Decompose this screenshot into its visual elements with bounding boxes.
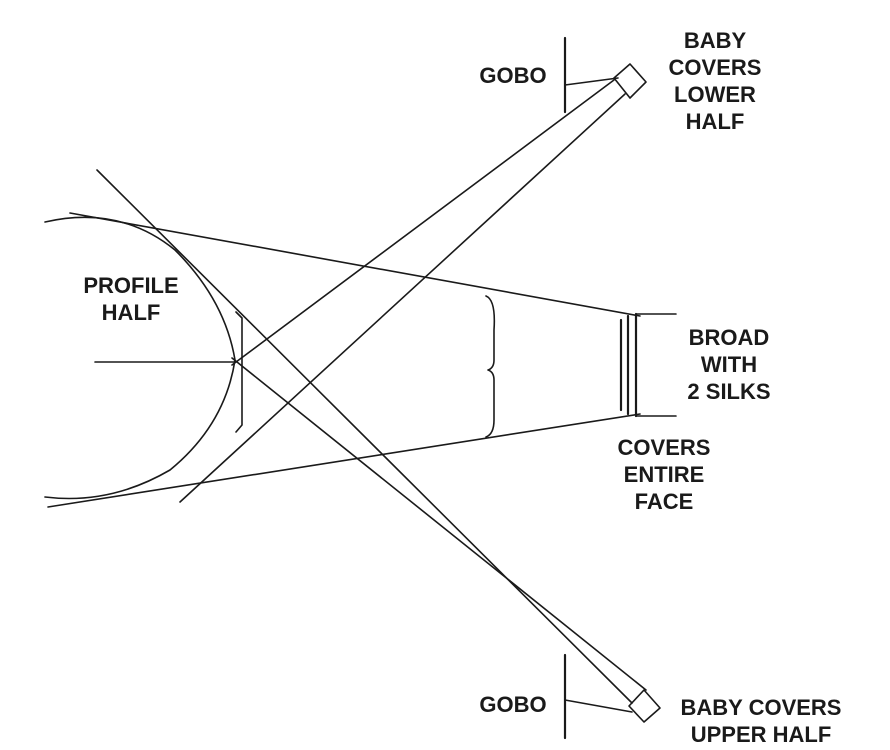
label-line: WITH xyxy=(700,352,758,377)
label-line: COVERS xyxy=(617,435,711,460)
label-gobo-bottom: GOBO xyxy=(468,691,558,718)
top-baby-beam-left xyxy=(231,79,615,366)
label-line: LOWER xyxy=(674,82,756,107)
label-line: 2 SILKS xyxy=(687,379,771,404)
label-line: BROAD xyxy=(688,325,770,350)
broad-beam-top xyxy=(69,212,641,317)
label-line: COVERS xyxy=(668,55,762,80)
head-profile-arc xyxy=(44,216,236,500)
bottom-baby-fixture xyxy=(628,689,661,723)
bottom-baby-beam-right xyxy=(231,357,647,691)
bottom-baby-beam-left xyxy=(96,169,633,704)
label-broad-with-silks: BROAD WITH 2 SILKS xyxy=(674,324,784,405)
label-baby-covers-upper-half: BABY COVERS UPPER HALF xyxy=(668,694,854,748)
label-baby-covers-lower-half: BABY COVERS LOWER HALF xyxy=(660,27,770,135)
top-baby-fixture xyxy=(613,63,647,99)
top-baby-beam-right xyxy=(179,93,626,503)
label-line: HALF xyxy=(101,300,161,325)
top-gobo-arm xyxy=(564,77,619,86)
label-line: BABY COVERS xyxy=(680,695,842,720)
label-line: GOBO xyxy=(479,63,547,88)
label-line: UPPER HALF xyxy=(690,722,832,747)
label-line: PROFILE xyxy=(83,273,179,298)
label-line: ENTIRE xyxy=(623,462,705,487)
bottom-gobo-arm xyxy=(564,699,633,713)
label-gobo-top: GOBO xyxy=(468,62,558,89)
label-covers-entire-face: COVERS ENTIRE FACE xyxy=(604,434,724,515)
label-line: FACE xyxy=(634,489,694,514)
label-line: BABY xyxy=(683,28,747,53)
face-bracket xyxy=(235,311,243,433)
label-line: HALF xyxy=(685,109,745,134)
label-profile-half: PROFILE HALF xyxy=(76,272,186,326)
label-line: GOBO xyxy=(479,692,547,717)
broad-beam-bracket xyxy=(485,295,496,438)
broad-beam-bottom xyxy=(47,413,641,508)
